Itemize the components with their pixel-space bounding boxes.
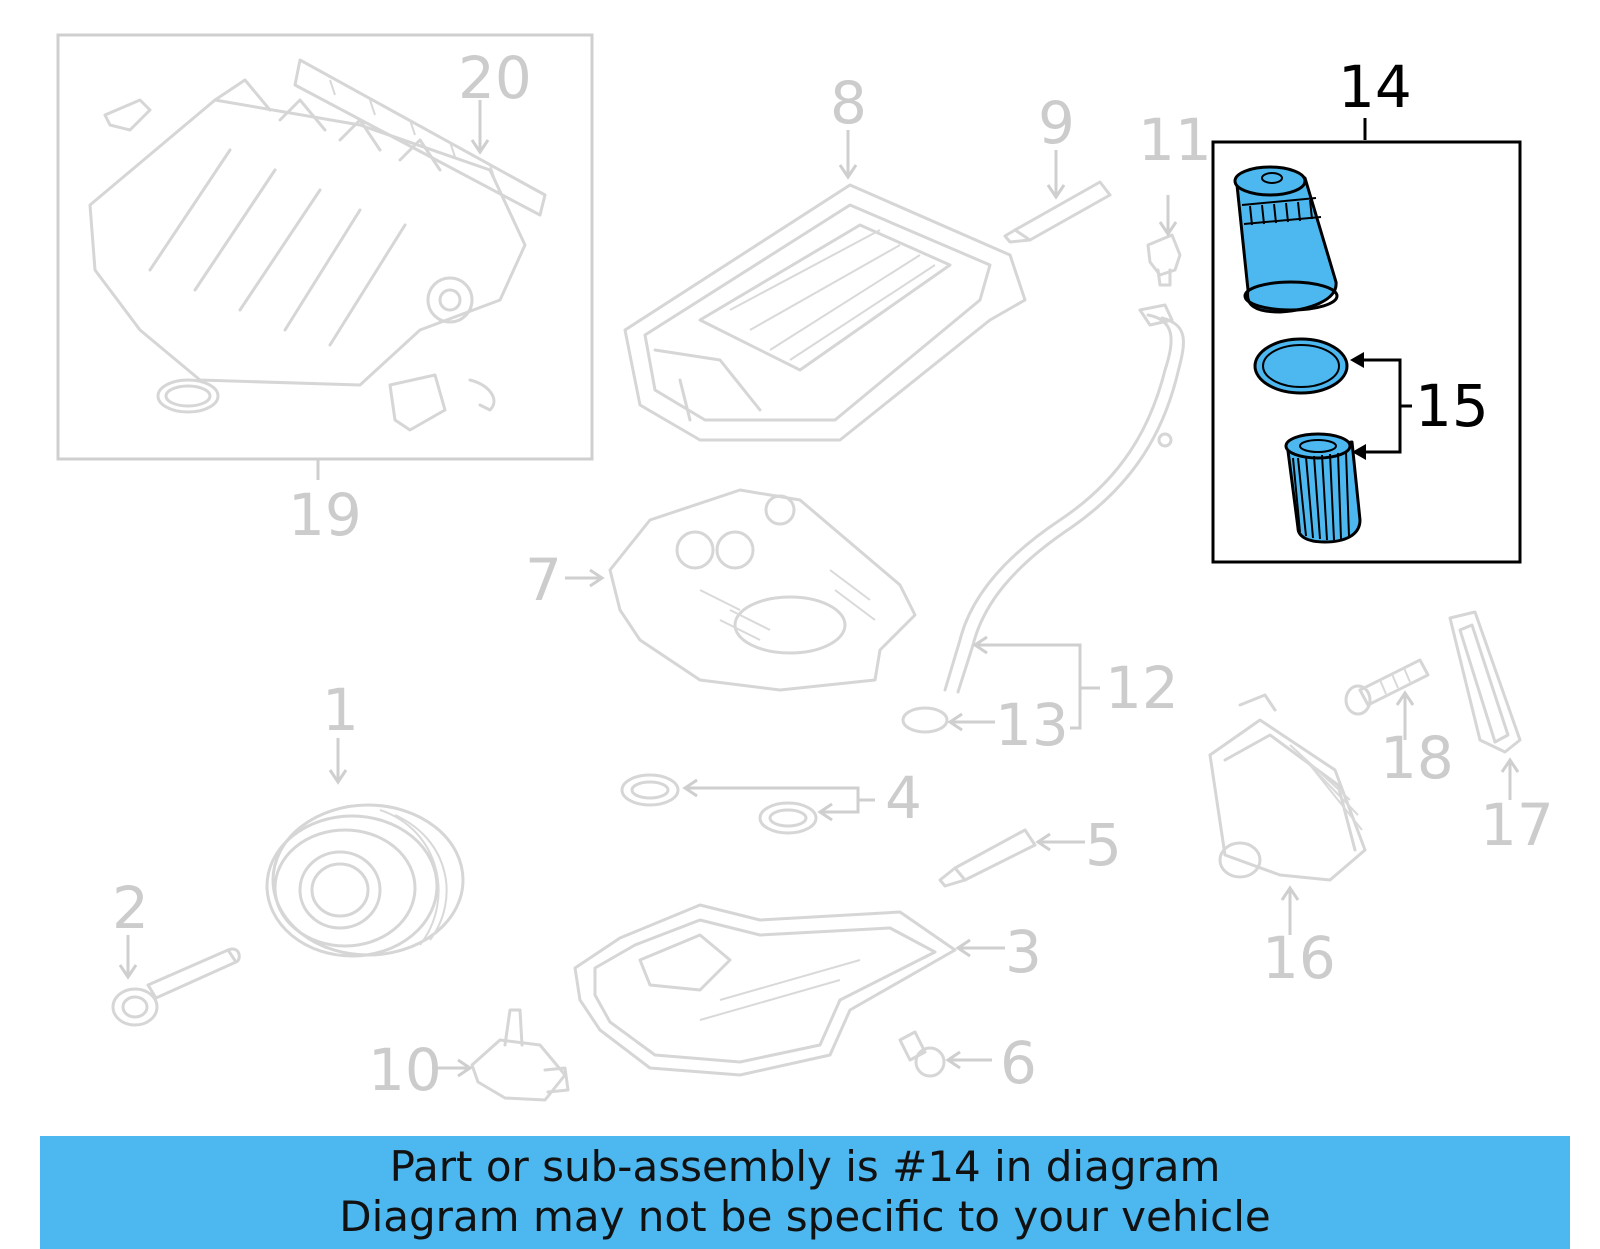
callout-15: 15 [1415, 372, 1489, 440]
banner-line-disclaimer: Diagram may not be specific to your vehi… [339, 1192, 1271, 1241]
oil-filter-element-drawing [1284, 432, 1362, 544]
oil-filter-seal-drawing [1253, 337, 1349, 395]
part-17-drawing [1448, 610, 1522, 754]
callout-18: 18 [1380, 724, 1454, 792]
callout-14: 14 [1338, 53, 1412, 121]
intake-manifold-box [56, 33, 594, 461]
part-13-drawing [901, 706, 949, 734]
info-banner: Part or sub-assembly is #14 in diagram D… [40, 1136, 1570, 1249]
part-1-drawing [265, 803, 465, 958]
callout-9: 9 [1038, 89, 1075, 157]
part-11-drawing [1146, 233, 1182, 287]
part-8-drawing [623, 183, 1027, 442]
part-10-drawing [470, 1008, 570, 1102]
callout-20: 20 [458, 44, 532, 112]
part-16-drawing [1208, 693, 1367, 882]
part-9-drawing [1003, 180, 1112, 244]
oil-filter-housing-drawing [1233, 165, 1339, 314]
callout-4: 4 [885, 764, 922, 832]
callout-5: 5 [1085, 811, 1122, 879]
callout-10: 10 [368, 1036, 442, 1104]
part-12-drawing [943, 303, 1185, 694]
callout-3: 3 [1005, 918, 1042, 986]
part-6-drawing [898, 1030, 946, 1078]
callout-19: 19 [288, 481, 362, 549]
callout-8: 8 [830, 69, 867, 137]
part-4-drawing [620, 773, 818, 835]
callout-13: 13 [995, 691, 1069, 759]
intake-manifold-drawing [88, 58, 547, 432]
callout-11: 11 [1138, 106, 1212, 174]
part-2-drawing [111, 947, 241, 1027]
callout-2: 2 [112, 874, 149, 942]
callout-17: 17 [1480, 791, 1554, 859]
callout-7: 7 [525, 546, 562, 614]
callout-16: 16 [1262, 924, 1336, 992]
part-18-drawing [1344, 658, 1430, 716]
callout-6: 6 [1000, 1029, 1037, 1097]
part-3-drawing [573, 903, 957, 1077]
callout-1: 1 [322, 676, 359, 744]
callout-12: 12 [1105, 654, 1179, 722]
part-7-drawing [608, 488, 917, 692]
part-5-drawing [938, 828, 1037, 888]
banner-line-part-number: Part or sub-assembly is #14 in diagram [389, 1142, 1221, 1191]
oil-filter-kit-box [1211, 140, 1522, 564]
